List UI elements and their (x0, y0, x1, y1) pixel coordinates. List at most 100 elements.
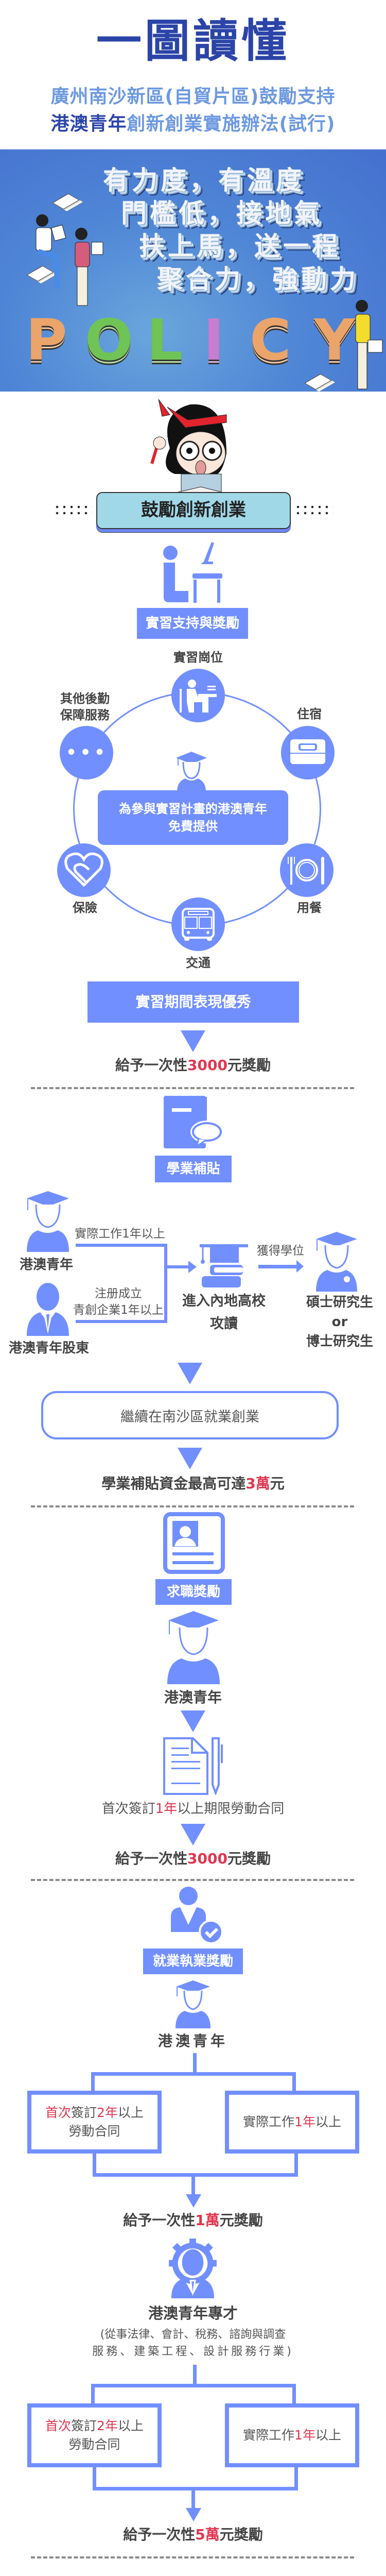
reward-text: 元獎勵 (219, 2526, 263, 2543)
reward-amount: 3000 (187, 1850, 227, 1867)
flow-line (292, 2384, 296, 2405)
reward-text: 給予一次性 (115, 1850, 188, 1867)
flow-line (191, 2175, 195, 2195)
reward-amount: 3萬 (245, 1475, 270, 1492)
master-label: 碩士研究生 (306, 1295, 373, 1310)
label-youth: 港澳青年 (19, 1257, 73, 1273)
talent-desc-line-2: 服務、建築工程、設計服務行業) (92, 2345, 294, 2358)
flow-line (76, 1320, 167, 1323)
walking-person-figure (355, 300, 383, 389)
label-shareholder: 港澳青年股東 (8, 1341, 89, 1356)
banner-section: 鼓勵創新創業 (0, 392, 386, 541)
flow-line (91, 2072, 95, 2093)
subtitle-highlight: 港澳青年 (50, 113, 127, 134)
label-transport: 交通 (186, 956, 210, 970)
flow-line (294, 2466, 298, 2489)
decorative-dots (54, 504, 92, 515)
study-subsidy-label: 學業補貼 (155, 1156, 232, 1182)
office-worker-icon (180, 680, 217, 713)
bus-icon (182, 908, 215, 941)
section-divider (31, 1879, 354, 1881)
other-services-circle: ••• (60, 726, 113, 779)
meals-circle (280, 843, 334, 897)
hero-slogan-line: 有力度，有溫度 (103, 165, 305, 195)
condition-highlight: 1年 (294, 2428, 315, 2443)
job-reward: 給予一次性3000元獎勵 (0, 1850, 386, 1868)
bed-icon (290, 739, 325, 764)
housing-circle (281, 726, 335, 779)
subtitle-rest: 創新創業實施辦法(試行) (127, 113, 336, 134)
hero-letter-p: P (26, 307, 67, 373)
down-arrow-icon (181, 1030, 205, 1052)
section-divider (31, 2556, 354, 2558)
reward-text: 給予一次性 (115, 1057, 188, 1074)
condition-text: 實際工作 (243, 2428, 295, 2443)
condition-text: 勞動合同 (68, 2437, 120, 2452)
label-youth: 港澳青年 (157, 2032, 228, 2049)
school-line-1: 進入內地高校 (182, 1293, 266, 1309)
free-services-line-1: 為參與實習計畫的港澳青年 (119, 802, 267, 816)
school-line-2: 攻讀 (210, 1316, 238, 1332)
flow-line (91, 2072, 296, 2076)
flow-line (76, 1244, 167, 1247)
job-seeking-label: 求職獎勵 (155, 1579, 232, 1605)
condition-text: 以上 (315, 2428, 341, 2443)
condition-text: 以上 (117, 2418, 144, 2433)
study-section: 學業補貼 港澳青年 港澳青年股東 實際工作1年以上 注册成立青創企業1年以上 進… (0, 1095, 386, 1512)
reward-amount: 1萬 (195, 2212, 220, 2229)
condition-text: 以上期限勞動合同 (177, 1801, 285, 1817)
condition-text: 簽訂 (71, 2418, 97, 2433)
id-card-icon (163, 1512, 225, 1574)
businessman-icon (27, 1283, 69, 1336)
flow-line (166, 1265, 189, 1268)
label-meals: 用餐 (297, 901, 322, 915)
down-arrow-icon (186, 2508, 201, 2521)
phd-label: 博士研究生 (306, 1334, 373, 1349)
label-housing: 住宿 (297, 707, 322, 721)
condition-highlight: 首次 (45, 2418, 72, 2433)
reward-amount: 5萬 (195, 2526, 220, 2543)
condition-text: 首次簽訂 (101, 1801, 155, 1817)
flow-line (91, 2384, 296, 2387)
excellent-performance-box: 實習期間表現優秀 (87, 981, 299, 1023)
paper-stack-icon (52, 193, 80, 210)
more-dots-icon: ••• (65, 741, 108, 765)
hero-letter-o: O (85, 307, 133, 373)
reading-person-figure (75, 228, 103, 306)
study-reward: 學業補貼資金最高可達3萬元 (0, 1475, 386, 1493)
talent-reward: 給予一次性5萬元獎勵 (0, 2526, 386, 2544)
section-divider (31, 1505, 354, 1507)
flow-line (292, 2072, 296, 2093)
books-cap-icon (200, 1244, 248, 1287)
employment-section: 就業執業獎勵 港澳青年 首次簽訂2年以上勞動合同 實際工作1年以上 給予一次性1… (0, 1886, 386, 2563)
decorative-dots (294, 504, 333, 515)
reward-amount: 3000 (187, 1057, 227, 1074)
reward-text: 元 (270, 1475, 285, 1492)
flow-line (93, 2466, 96, 2489)
talent-description: (從事法律、會計、稅務、諮詢與調查服務、建築工程、設計服務行業) (0, 2326, 386, 2360)
condition-text: 勞動合同 (68, 2124, 120, 2139)
down-arrow-icon (181, 1824, 205, 1845)
flow-line (91, 2384, 95, 2405)
book-chat-icon (164, 1096, 223, 1148)
talent-label: 港澳青年專才 (148, 2304, 238, 2322)
hero-letter-i: I (203, 307, 224, 373)
flow-line (191, 2488, 195, 2509)
label-youth: 港澳青年 (164, 1689, 222, 1706)
label-other-line-1: 其他後勤 (60, 691, 110, 706)
talent-desc-line-1: (從事法律、會計、稅務、諮詢與調查 (100, 2328, 286, 2341)
down-arrow-icon (178, 1448, 202, 1469)
path-work-label: 實際工作1年以上 (75, 1227, 165, 1241)
flow-line (193, 2365, 197, 2385)
reward-text: 元獎勵 (227, 1850, 271, 1867)
condition-text: 以上 (117, 2105, 144, 2120)
free-services-line-2: 免費提供 (168, 819, 218, 834)
condition-text: 簽訂 (71, 2105, 97, 2120)
professional-gear-icon (169, 2239, 217, 2298)
hero-letter-c: C (250, 307, 291, 373)
free-services-box: 為參與實習計畫的港澳青年免費提供 (98, 790, 288, 845)
internship-reward: 給予一次性3000元獎勵 (0, 1056, 386, 1075)
down-arrow-icon (181, 1710, 205, 1732)
paper-stack-icon (304, 374, 332, 390)
